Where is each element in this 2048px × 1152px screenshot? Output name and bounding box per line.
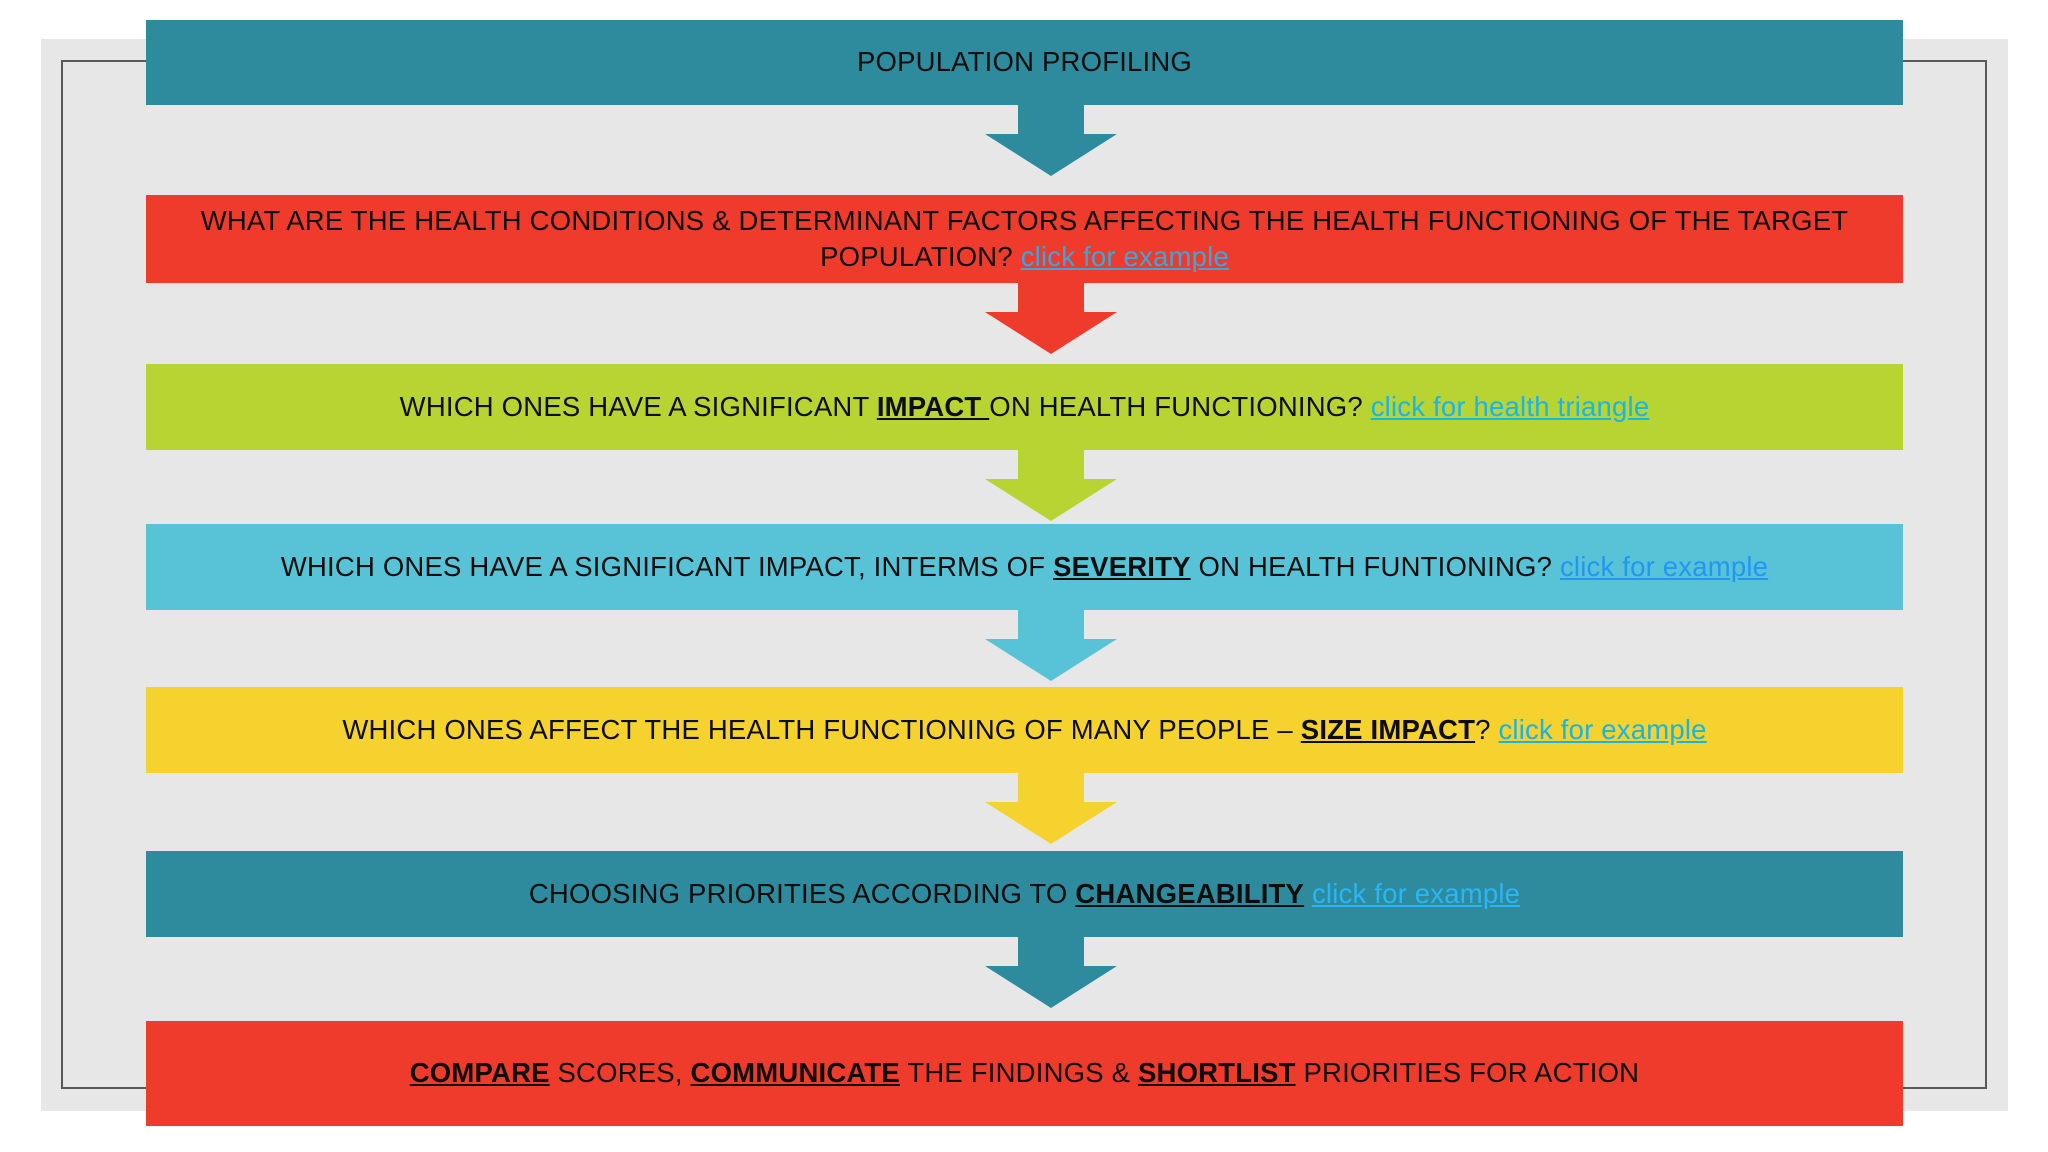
flow-step-text: COMPARE SCORES, COMMUNICATE THE FINDINGS… [410,1055,1639,1091]
hyperlink-3[interactable]: click for health triangle [1370,390,1650,422]
flow-step-compare-communicate-shortlist[interactable]: COMPARE SCORES, COMMUNICATE THE FINDINGS… [146,1021,1903,1126]
flow-step-impact-question[interactable]: WHICH ONES HAVE A SIGNIFICANT IMPACT ON … [146,364,1903,450]
emphasised-keyword: CHANGEABILITY [1075,877,1305,909]
emphasised-keyword: COMPARE [409,1057,550,1089]
down-block-arrow-icon [985,936,1117,1008]
text-run [1304,878,1312,909]
emphasised-keyword: SEVERITY [1053,550,1191,582]
down-block-arrow-icon [985,104,1117,176]
flow-step-health-conditions-question[interactable]: WHAT ARE THE HEALTH CONDITIONS & DETERMI… [146,195,1903,283]
text-run: WHICH ONES HAVE A SIGNIFICANT IMPACT, IN… [280,550,1054,582]
emphasised-keyword: COMMUNICATE [690,1057,900,1089]
flow-step-text: WHAT ARE THE HEALTH CONDITIONS & DETERMI… [172,203,1877,276]
flow-step-changeability[interactable]: CHOOSING PRIORITIES ACCORDING TO CHANGEA… [146,851,1903,937]
flow-step-severity-question[interactable]: WHICH ONES HAVE A SIGNIFICANT IMPACT, IN… [146,524,1903,610]
down-block-arrow-icon [985,449,1117,521]
emphasised-keyword: SHORTLIST [1137,1057,1296,1089]
hyperlink-3[interactable]: click for example [1311,877,1521,909]
flow-step-population-profiling[interactable]: POPULATION PROFILING [146,20,1903,105]
hyperlink-1[interactable]: click for example [1020,241,1229,272]
flow-step-text: WHICH ONES HAVE A SIGNIFICANT IMPACT ON … [400,389,1650,425]
flow-step-text: CHOOSING PRIORITIES ACCORDING TO CHANGEA… [529,876,1520,912]
text-run: SCORES, [549,1057,691,1089]
text-run: CHOOSING PRIORITIES ACCORDING TO [528,877,1076,909]
flow-step-size-impact-question[interactable]: WHICH ONES AFFECT THE HEALTH FUNCTIONING… [146,687,1903,773]
flow-step-text: WHICH ONES AFFECT THE HEALTH FUNCTIONING… [342,712,1706,748]
text-run: PRIORITIES FOR ACTION [1295,1057,1640,1089]
text-run: POPULATION PROFILING [856,46,1193,78]
text-run: ON HEALTH FUNTIONING? [1190,550,1560,582]
flow-step-text: POPULATION PROFILING [857,44,1192,80]
down-block-arrow-icon [985,772,1117,844]
flow-step-text: WHICH ONES HAVE A SIGNIFICANT IMPACT, IN… [281,549,1768,585]
hyperlink-3[interactable]: click for example [1498,713,1707,745]
text-run: WHAT ARE THE HEALTH CONDITIONS & DETERMI… [200,204,1849,272]
down-block-arrow-icon [985,609,1117,681]
text-run: THE FINDINGS & [899,1057,1138,1089]
hyperlink-3[interactable]: click for example [1559,550,1769,582]
emphasised-keyword: SIZE IMPACT [1300,713,1476,745]
down-block-arrow-icon [985,282,1117,354]
text-run: ON HEALTH FUNCTIONING? [989,390,1371,422]
text-run: ? [1475,713,1499,745]
text-run: WHICH ONES HAVE A SIGNIFICANT [399,390,877,422]
text-run: WHICH ONES AFFECT THE HEALTH FUNCTIONING… [342,713,1301,745]
emphasised-keyword: IMPACT [876,390,990,422]
